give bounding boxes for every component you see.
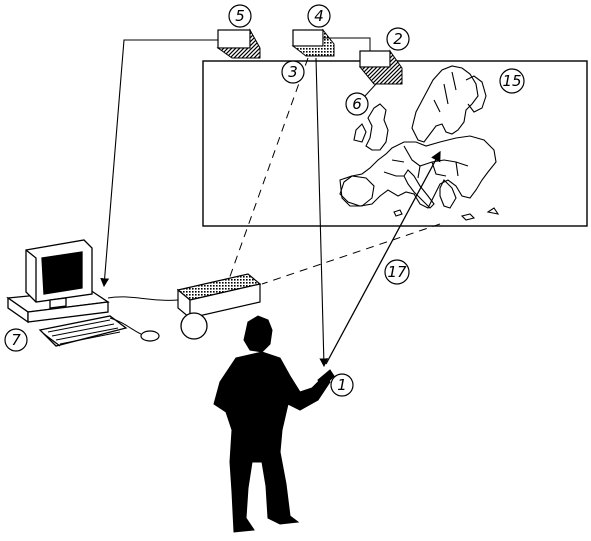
svg-text:4: 4 [314,7,324,25]
computer-7 [6,239,128,347]
dashed-line-3 [227,57,309,283]
svg-text:15: 15 [502,72,521,90]
label-6: 6 [345,83,377,116]
svg-text:17: 17 [387,263,407,281]
label-1: 1 [330,373,354,397]
svg-text:3: 3 [288,63,298,81]
device-4-box [291,28,335,57]
svg-text:1: 1 [337,376,347,394]
receiver-box [176,273,262,340]
label-2: 2 [386,27,410,51]
pointer-beam-17 [325,150,441,365]
label-7: 7 [4,328,28,352]
receiver-cable [107,296,179,301]
svg-text:5: 5 [235,7,245,25]
label-4: 4 [307,4,331,28]
line-device5-to-computer [100,39,218,288]
dashed-line-display [261,223,441,285]
label-5: 5 [228,4,252,28]
device-5-box [216,28,261,59]
label-15: 15 [499,68,525,94]
line-device4-to-pointer [315,57,329,368]
svg-text:7: 7 [11,331,21,349]
europe-map [339,65,500,221]
wall-display [202,60,588,227]
sensor-lens-icon [180,312,208,340]
presenter-figure [213,315,335,533]
svg-text:6: 6 [352,95,362,113]
device-link-wire [323,37,371,51]
label-3: 3 [281,60,305,84]
mouse [109,317,160,342]
svg-text:2: 2 [393,30,403,48]
label-17: 17 [384,259,410,285]
device-2-box [358,49,403,85]
signal-lines [100,39,441,368]
